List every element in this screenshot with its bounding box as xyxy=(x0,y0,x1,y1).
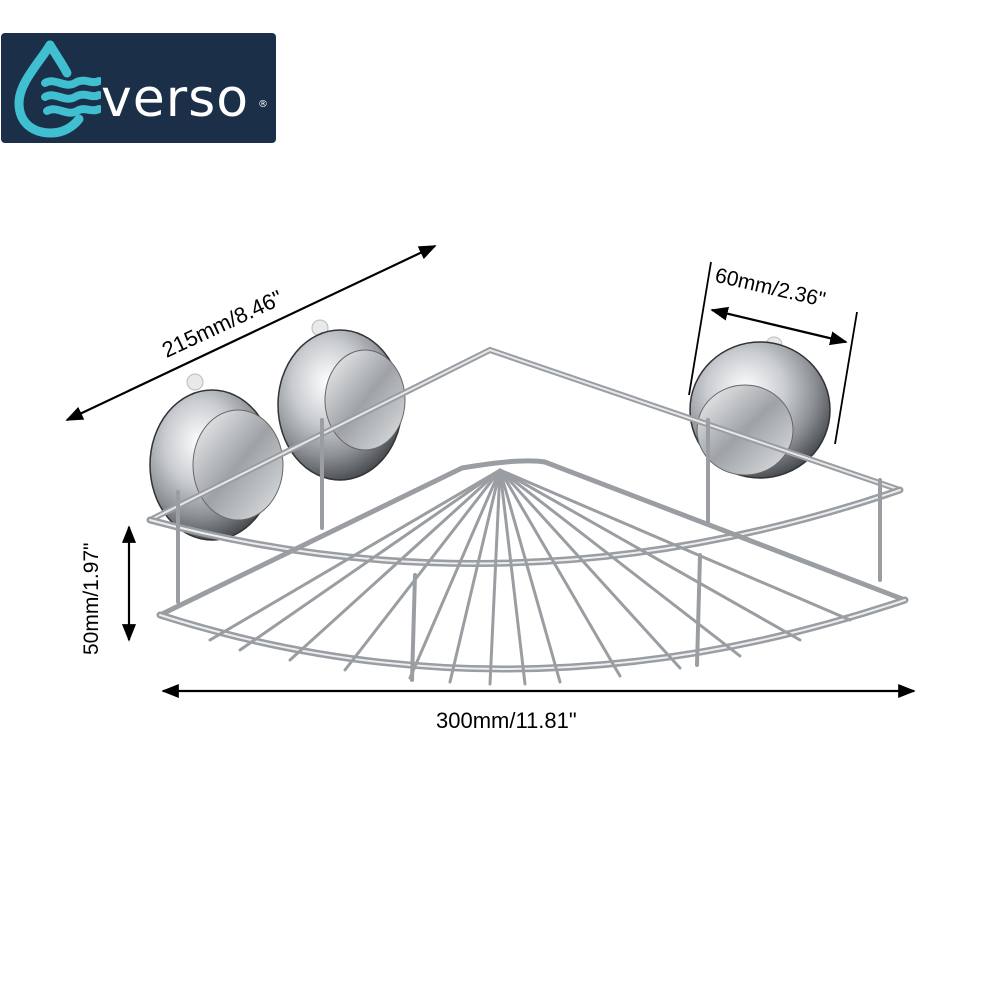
suction-cup-right xyxy=(689,336,831,479)
depth-dimension-line xyxy=(65,245,437,421)
suction-cup-left xyxy=(149,373,284,541)
brand-name: verso xyxy=(101,69,250,129)
wire-basket xyxy=(146,346,909,686)
width-dimension-label: 300mm/11.81" xyxy=(436,708,577,733)
registered-mark: ® xyxy=(258,99,268,110)
suction-cup-dimension-line xyxy=(688,261,858,445)
height-dimension-label: 50mm/1.97" xyxy=(80,542,103,655)
brand-logo: verso ® xyxy=(1,33,276,143)
water-drop-waves-icon xyxy=(14,40,101,138)
